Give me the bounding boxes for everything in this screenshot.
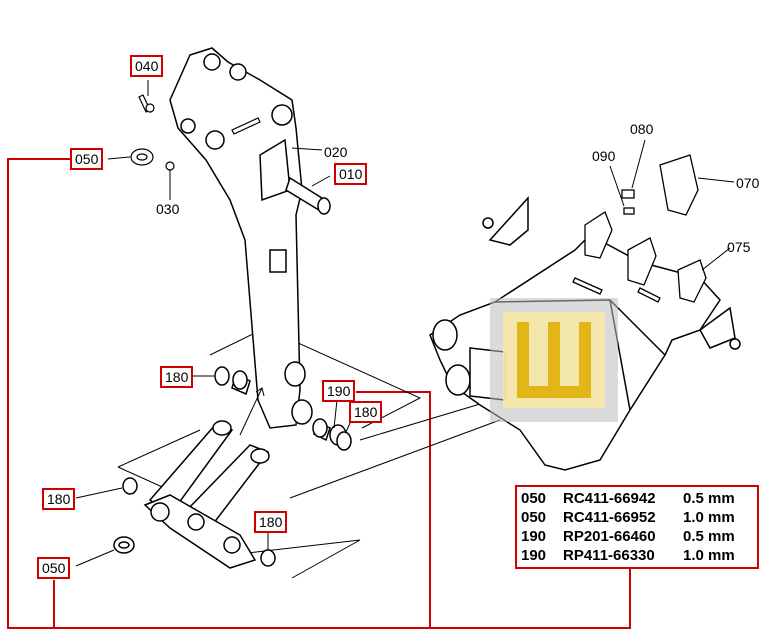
- parts-size-table: 050 RC411-66942 0.5 mm 050 RC411-66952 1…: [515, 485, 759, 569]
- watermark-logo: [490, 298, 618, 422]
- part-number-cell: RP411-66330: [563, 547, 655, 564]
- callout-190: 190: [322, 380, 356, 402]
- table-row: 190 RP201-66460 0.5 mm: [521, 527, 753, 546]
- bucket-teeth: [572, 154, 707, 303]
- pin-010: [285, 176, 331, 215]
- direction-arrows: [239, 387, 265, 436]
- part-number-cell: RP201-66460: [563, 528, 656, 545]
- callout-010: 010: [334, 163, 368, 185]
- callout-050-top: 050: [70, 148, 104, 170]
- table-row: 050 RC411-66942 0.5 mm: [521, 489, 753, 508]
- table-row: 190 RP411-66330 1.0 mm: [521, 546, 753, 565]
- label-020: 020: [324, 144, 348, 160]
- label-075: 075: [727, 239, 751, 255]
- size-cell: 0.5 mm: [683, 528, 735, 545]
- callout-040: 040: [130, 55, 164, 77]
- links: [143, 420, 270, 569]
- callout-180-arm: 180: [160, 366, 194, 388]
- callout-180-lower: 180: [254, 511, 288, 533]
- label-070: 070: [736, 175, 760, 191]
- callout-180-right: 180: [349, 401, 383, 423]
- size-cell: 0.5 mm: [683, 490, 735, 507]
- callout-050-bottom: 050: [37, 557, 71, 579]
- callout-180-left-link: 180: [42, 488, 76, 510]
- part-number-cell: RC411-66952: [563, 509, 656, 526]
- label-080: 080: [630, 121, 654, 137]
- bushings: [113, 366, 352, 567]
- size-cell: 1.0 mm: [683, 509, 735, 526]
- part-number-cell: RC411-66942: [563, 490, 656, 507]
- ref-cell: 050: [521, 509, 547, 526]
- ref-cell: 190: [521, 528, 547, 545]
- ref-cell: 050: [521, 490, 547, 507]
- ground-planes: [117, 327, 501, 579]
- size-cell: 1.0 mm: [683, 547, 735, 564]
- label-030: 030: [156, 201, 180, 217]
- ref-cell: 190: [521, 547, 547, 564]
- label-090: 090: [592, 148, 616, 164]
- table-row: 050 RC411-66952 1.0 mm: [521, 508, 753, 527]
- small-hardware: [130, 94, 261, 171]
- arm-stick: [169, 47, 313, 429]
- callout-lines: [7, 158, 631, 629]
